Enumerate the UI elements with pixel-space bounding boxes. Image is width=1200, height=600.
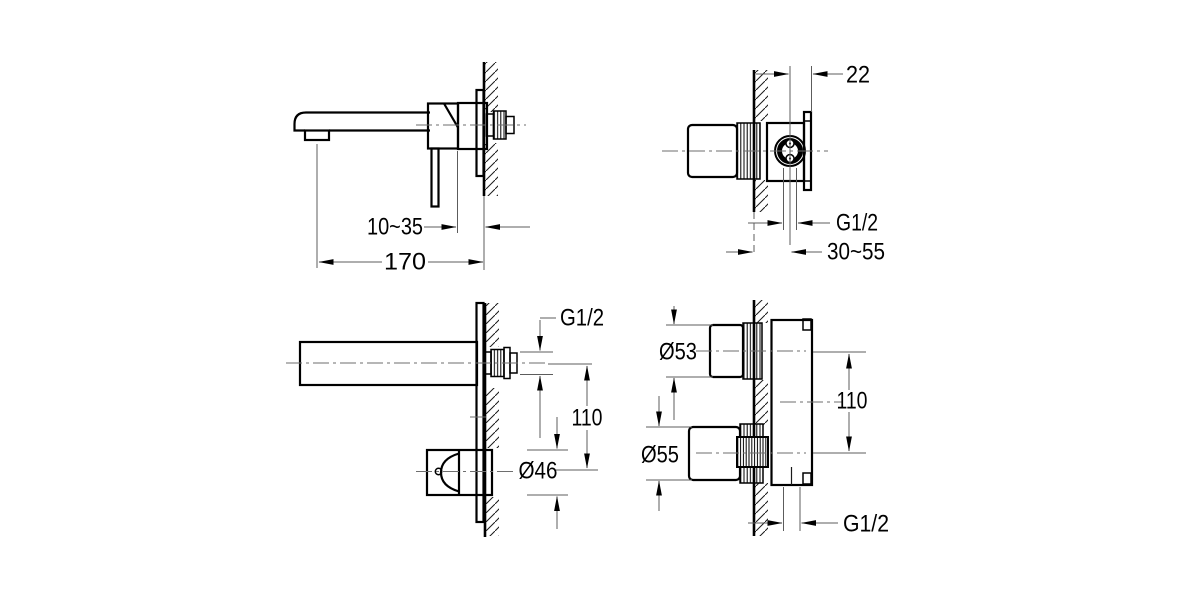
valve-outline (662, 110, 828, 192)
clip-top (802, 318, 812, 331)
control-knob (425, 448, 494, 497)
dim-label-wall-offset: 10~35 (367, 214, 423, 241)
knob-pin (434, 467, 443, 476)
dim-label-thread: G1/2 (843, 511, 889, 538)
body-outline (687, 318, 843, 487)
faucet-outline (286, 301, 546, 524)
wall-section (483, 303, 499, 537)
dim-label-handle-diameter: Ø55 (641, 442, 679, 469)
dim-label-thread: G1/2 (836, 210, 878, 237)
dimensions: Ø53 Ø55 110 G1/2 (641, 306, 889, 538)
dim-label-spout-length: 170 (384, 249, 426, 276)
dim-label-handle-diameter: Ø46 (519, 458, 558, 485)
view-body-front: Ø53 Ø55 110 G1/2 (641, 300, 889, 538)
dim-label-spout-diameter: Ø53 (659, 339, 697, 366)
wall-section (482, 62, 498, 270)
spline-adapter (736, 436, 769, 468)
dimensions: 10~35 170 (316, 144, 530, 276)
clip-bottom (802, 472, 812, 485)
dim-label-depth: 22 (846, 62, 870, 89)
dimensions: G1/2 110 Ø46 (519, 305, 604, 529)
view-valve-side: 22 G1/2 30~55 (662, 62, 885, 266)
dim-label-axis-spacing: 110 (572, 405, 603, 432)
aerator-nub (303, 129, 331, 142)
faucet-outline (293, 88, 526, 208)
dim-label-axis-spacing: 110 (837, 388, 868, 415)
escutcheon-plate (475, 88, 485, 178)
dim-label-install-range: 30~55 (827, 239, 885, 266)
view-round-spout-side: 10~35 170 (293, 62, 530, 276)
view-square-spout-side: G1/2 110 Ø46 (286, 301, 604, 537)
dim-label-thread: G1/2 (560, 305, 604, 332)
wall-plate (475, 301, 485, 524)
wall-section (752, 300, 768, 536)
mixer-body (426, 102, 460, 150)
dimensions: 22 G1/2 30~55 (726, 62, 885, 266)
lever-handle (430, 147, 440, 208)
